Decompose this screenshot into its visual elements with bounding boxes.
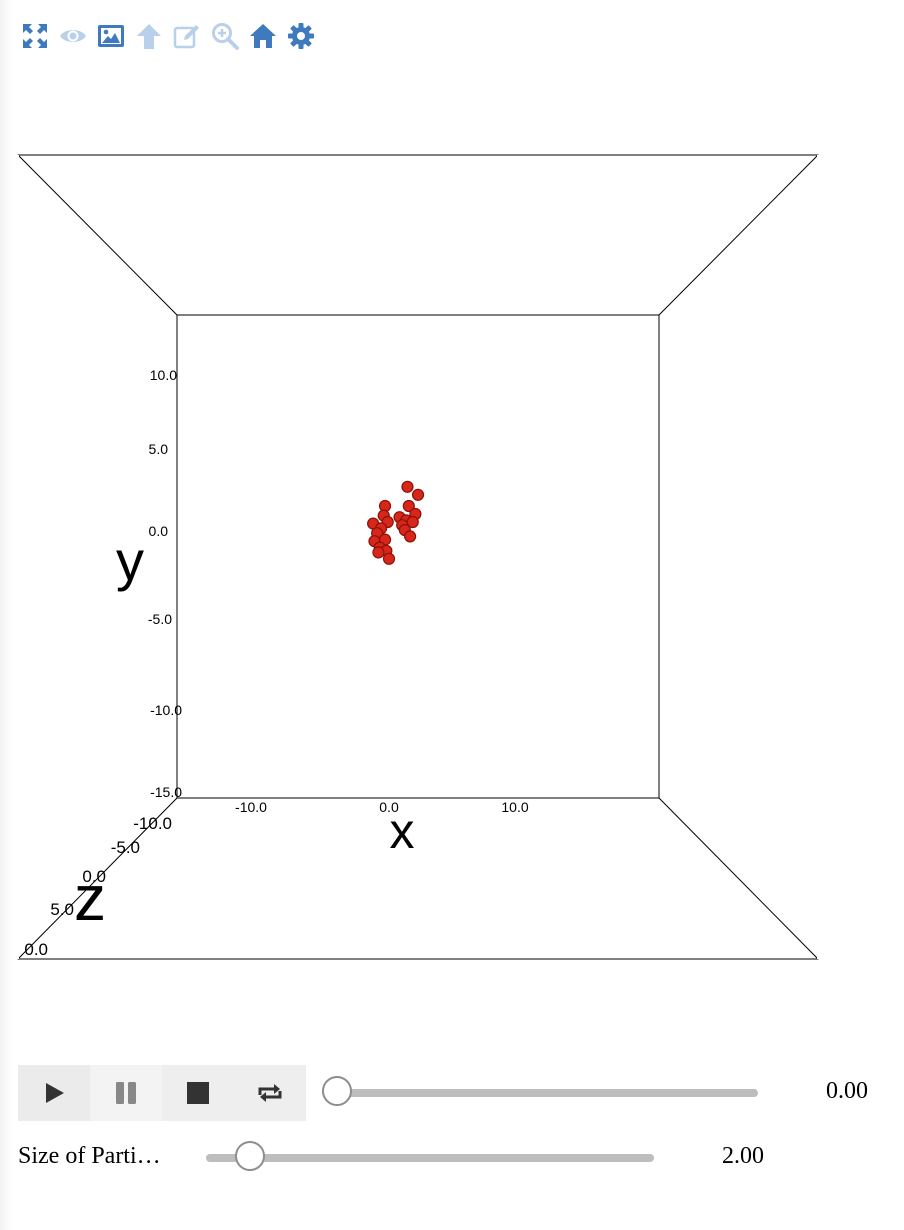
scene-3d[interactable]: 10.0 5.0 0.0 -5.0 -10.0 -15.0 -10.0 0.0 …: [0, 0, 904, 1000]
box-back-face: [176, 314, 660, 799]
y-tick-label: 10.0: [150, 367, 177, 383]
particle: [411, 488, 425, 501]
zoom-icon: [212, 23, 239, 50]
time-value: 0.00: [826, 1078, 868, 1104]
loop-button[interactable]: [234, 1065, 306, 1121]
stop-button[interactable]: [162, 1065, 234, 1121]
z-tick-label: 0.0: [24, 940, 48, 959]
arrow-up-icon: [137, 24, 161, 49]
toggle-visibility-button[interactable]: [56, 19, 90, 53]
pause-icon: [116, 1082, 136, 1104]
z-tick-label: -5.0: [111, 838, 140, 857]
time-slider[interactable]: [322, 1076, 758, 1110]
time-slider-handle[interactable]: [322, 1076, 352, 1106]
x-tick-label: 10.0: [501, 799, 528, 815]
pause-button[interactable]: [90, 1065, 162, 1121]
particle: [401, 480, 414, 493]
reset-view-button[interactable]: [246, 19, 280, 53]
x-tick-label: 0.0: [379, 799, 399, 815]
time-slider-track[interactable]: [322, 1089, 758, 1097]
zoom-button[interactable]: [208, 19, 242, 53]
y-tick-label: -10.0: [150, 702, 182, 718]
page-edge: [0, 0, 12, 1230]
image-icon: [98, 25, 124, 47]
edit-icon: [173, 25, 199, 49]
box-edge: [658, 797, 819, 960]
loop-icon: [258, 1084, 282, 1102]
particle: [382, 552, 396, 565]
play-button[interactable]: [18, 1065, 90, 1121]
x-tick-label: -10.0: [235, 799, 267, 815]
size-label: Size of Parti…: [18, 1143, 161, 1169]
eye-icon: [60, 30, 86, 42]
size-slider-handle[interactable]: [235, 1141, 266, 1171]
particle: [372, 546, 385, 559]
z-tick-label: 5.0: [50, 900, 74, 919]
plot-toolbar: [18, 18, 318, 54]
upload-button[interactable]: [132, 19, 166, 53]
size-slider[interactable]: [206, 1141, 654, 1175]
gear-icon: [288, 23, 314, 49]
stop-icon: [187, 1082, 209, 1104]
y-tick-label: 5.0: [149, 441, 169, 457]
animation-controls: [18, 1065, 314, 1121]
fullscreen-button[interactable]: [18, 19, 52, 53]
settings-button[interactable]: [284, 19, 318, 53]
size-value: 2.00: [722, 1143, 764, 1169]
box-edge: [658, 154, 819, 316]
fullscreen-icon: [23, 24, 47, 48]
particle: [404, 530, 417, 543]
size-slider-track[interactable]: [206, 1154, 654, 1162]
y-tick-label: -15.0: [150, 784, 182, 800]
particle-cloud: [367, 480, 425, 565]
z-axis-title: z: [74, 862, 106, 934]
y-tick-label: -5.0: [148, 611, 172, 627]
particle: [402, 499, 415, 513]
box-edge: [17, 797, 178, 960]
x-axis-title: x: [390, 803, 415, 859]
home-icon: [250, 24, 276, 48]
save-image-button[interactable]: [94, 19, 128, 53]
scene-svg[interactable]: 10.0 5.0 0.0 -5.0 -10.0 -15.0 -10.0 0.0 …: [0, 0, 904, 1000]
y-axis-title: y: [116, 529, 144, 592]
z-tick-label: -10.0: [133, 814, 172, 833]
y-tick-label: 0.0: [149, 523, 169, 539]
box-edge: [17, 154, 178, 316]
edit-button[interactable]: [170, 19, 204, 53]
z-tick-label: 0.0: [82, 867, 106, 886]
play-icon: [46, 1083, 64, 1103]
